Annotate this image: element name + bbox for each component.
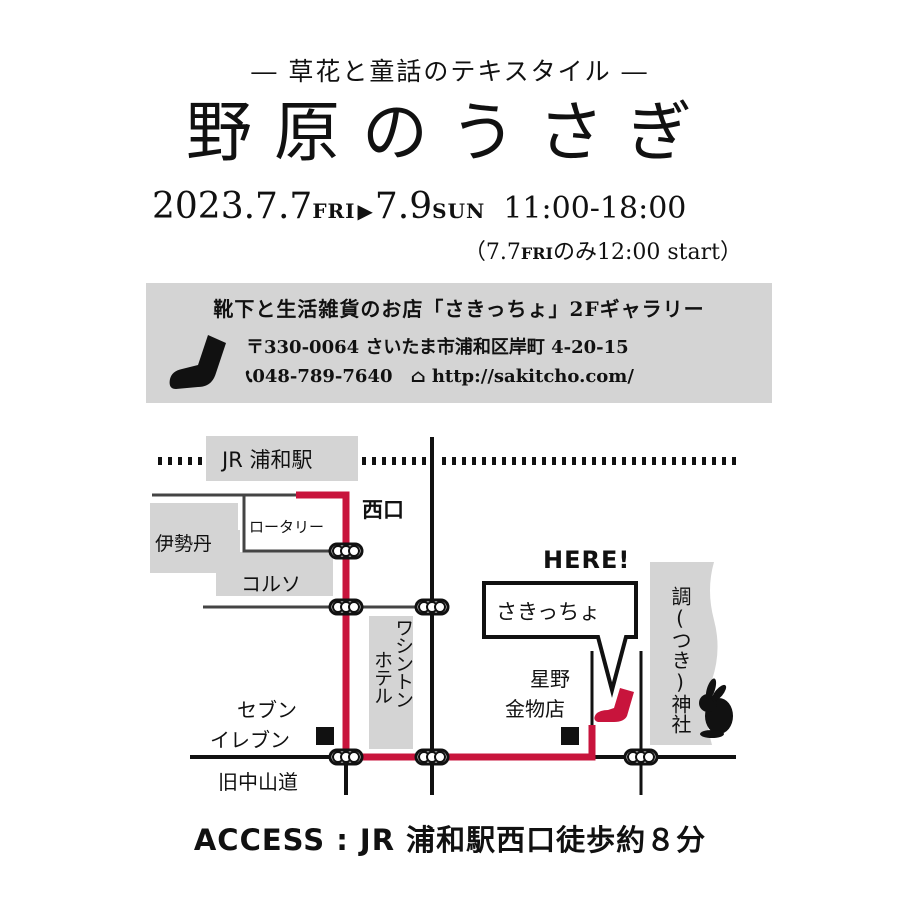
rabbit-icon xyxy=(699,678,733,738)
traffic-light-4 xyxy=(328,748,364,766)
note-rest: のみ12:00 start） xyxy=(553,240,742,265)
opening-note: （7.7FRIのみ12:00 start） xyxy=(464,234,742,266)
shop-address: 〒330-0064 さいたま市浦和区岸町 4-20-15 xyxy=(246,337,629,358)
shop-info-box: 靴下と生活雑貨のお店「さきっちょ」2Fギャラリー 〒330-0064 さいたま市… xyxy=(146,283,772,403)
event-dates: 2023.7.7FRI▶7.9SUN 11:00-18:00 xyxy=(152,186,686,227)
access-info: ACCESS : JR 浦和駅西口徒歩約８分 xyxy=(193,823,707,857)
subtitle: ― 草花と童話のテキスタイル ― xyxy=(251,57,649,86)
shop-contact: 📞︎048-789-7640 ⌂ http://sakitcho.com/ xyxy=(246,366,634,387)
note-date: （7.7 xyxy=(463,240,521,265)
start-date: 2023.7.7 xyxy=(152,186,313,227)
note-day: FRI xyxy=(520,244,553,263)
washington-label-1: ワシントン xyxy=(392,618,414,708)
shop-url[interactable]: http://sakitcho.com/ xyxy=(431,366,634,387)
hoshino-label-2: 金物店 xyxy=(505,697,565,721)
washington-label-2: ホテル xyxy=(371,650,393,704)
west-exit-label: 西口 xyxy=(362,498,404,522)
arrow-right-icon: ▶ xyxy=(357,199,373,223)
event-hours: 11:00-18:00 xyxy=(503,191,687,226)
rotary-label: ロータリー xyxy=(249,518,325,536)
sock-marker-icon xyxy=(594,688,634,722)
start-day: FRI xyxy=(312,199,356,223)
page-title: 野原のうさぎ xyxy=(186,94,714,171)
phone-icon: 📞︎ xyxy=(246,366,253,387)
old-nakasendo-label: 旧中山道 xyxy=(218,770,298,794)
end-day: SUN xyxy=(432,199,486,223)
home-icon: ⌂ xyxy=(410,366,426,387)
corso-building xyxy=(150,530,333,596)
station-building xyxy=(206,436,358,481)
shrine-label: 調(つき)神社 xyxy=(668,586,692,734)
traffic-light-3 xyxy=(414,598,450,616)
corso-label: コルソ xyxy=(241,572,301,596)
washington-hotel-building xyxy=(369,616,413,749)
shop-callout-bubble xyxy=(482,581,638,698)
sock-icon xyxy=(169,335,226,389)
station-label: JR 浦和駅 xyxy=(222,448,313,472)
rotary-road xyxy=(242,495,333,553)
hoshino-marker xyxy=(561,727,579,745)
here-label: HERE! xyxy=(543,546,631,574)
traffic-light-5 xyxy=(414,748,450,766)
shop-callout-label: さきっちょ xyxy=(496,600,601,624)
traffic-light-2 xyxy=(328,598,364,616)
seven-eleven-label-1: セブン xyxy=(237,698,297,722)
seven-eleven-marker xyxy=(316,727,334,745)
isetan-label: 伊勢丹 xyxy=(155,533,213,555)
shop-phone[interactable]: 048-789-7640 xyxy=(252,366,393,387)
traffic-light-6 xyxy=(623,748,659,766)
shop-name: 靴下と生活雑貨のお店「さきっちょ」2Fギャラリー xyxy=(213,297,705,321)
end-date: 7.9 xyxy=(374,186,433,227)
traffic-light-1 xyxy=(328,542,364,560)
hoshino-label-1: 星野 xyxy=(530,667,570,691)
seven-eleven-label-2: イレブン xyxy=(210,728,290,752)
